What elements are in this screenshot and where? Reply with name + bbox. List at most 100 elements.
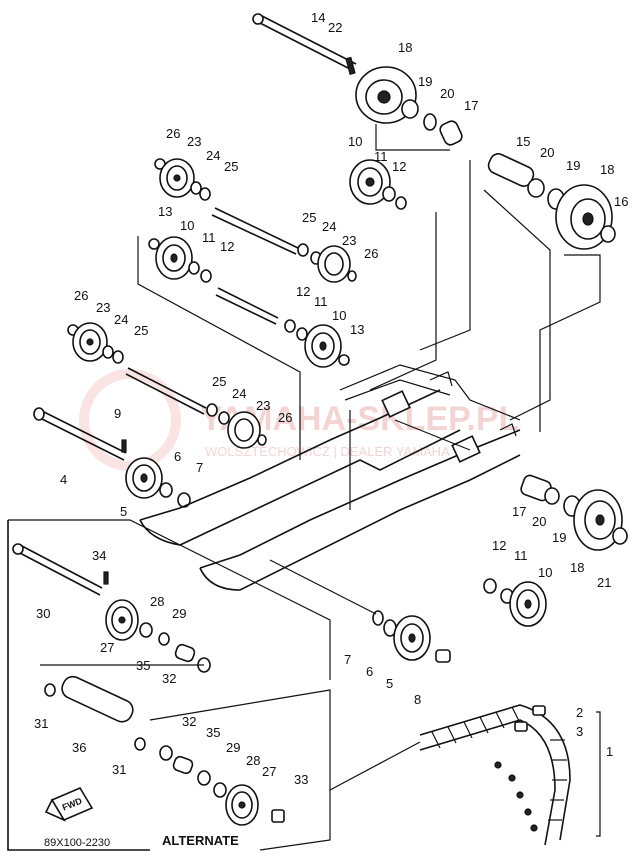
cap-16 (600, 225, 616, 243)
alternate-label: ALTERNATE (162, 833, 239, 848)
callout-33: 33 (294, 772, 308, 787)
callout-11: 11 (314, 294, 328, 309)
callout-5: 5 (386, 676, 393, 691)
callout-12: 12 (296, 284, 310, 299)
rear-right-assembly (520, 474, 628, 551)
callout-26: 26 (278, 410, 292, 425)
callout-14: 14 (311, 10, 325, 25)
callout-29: 29 (226, 740, 240, 755)
shaft-14 (257, 21, 353, 71)
callout-15: 15 (516, 134, 530, 149)
pin-9 (121, 439, 127, 453)
callout-19: 19 (566, 158, 580, 173)
alternate-section: FWD (7, 519, 331, 851)
callout-11: 11 (514, 548, 528, 563)
callout-27: 27 (262, 764, 276, 779)
callout-9: 9 (114, 406, 121, 421)
callout-7: 7 (196, 460, 203, 475)
callout-18: 18 (570, 560, 584, 575)
leader-lines (137, 160, 601, 510)
right-wheel-assembly (487, 153, 616, 250)
callout-12: 12 (492, 538, 506, 553)
right-cluster-d (206, 403, 267, 449)
center-wheel-assembly (269, 559, 451, 663)
left-cluster-b (148, 236, 279, 325)
callout-18: 18 (600, 162, 614, 177)
right-cluster-b (284, 319, 350, 368)
callout-10: 10 (332, 308, 346, 323)
left-cluster-a (154, 158, 299, 255)
track (329, 704, 601, 846)
callout-2: 2 (576, 705, 583, 720)
callout-28: 28 (246, 753, 260, 768)
callout-34: 34 (92, 548, 106, 563)
callout-5: 5 (120, 504, 127, 519)
callout-32: 32 (182, 714, 196, 729)
callout-20: 20 (532, 514, 546, 529)
pin-22 (345, 56, 356, 75)
callout-24: 24 (232, 386, 246, 401)
watermark-logo (79, 369, 181, 471)
callout-24: 24 (206, 148, 220, 163)
callout-35: 35 (136, 658, 150, 673)
callout-26: 26 (166, 126, 180, 141)
slide-rail-frame (139, 364, 521, 591)
collar-17-top (439, 120, 463, 146)
callout-23: 23 (342, 233, 356, 248)
callout-13: 13 (158, 204, 172, 219)
callout-28: 28 (150, 594, 164, 609)
callout-6: 6 (366, 664, 373, 679)
callout-36: 36 (72, 740, 86, 755)
callout-12: 12 (392, 159, 406, 174)
callout-31: 31 (34, 716, 48, 731)
callout-4: 4 (60, 472, 67, 487)
callout-29: 29 (172, 606, 186, 621)
watermark: YAMAHA-SKLEP.PL WOLSZTECHOWICZ | DEALER … (79, 369, 519, 471)
callout-25: 25 (134, 323, 148, 338)
callout-21: 21 (597, 575, 611, 590)
mid-top-wheel (349, 159, 407, 210)
callout-27: 27 (100, 640, 114, 655)
callout-19: 19 (552, 530, 566, 545)
callout-12: 12 (220, 239, 234, 254)
callout-25: 25 (302, 210, 316, 225)
callout-20: 20 (540, 145, 554, 160)
callout-1: 1 (606, 744, 613, 759)
callout-32: 32 (162, 671, 176, 686)
callout-25: 25 (212, 374, 226, 389)
ring-20-right (527, 178, 545, 198)
callout-19: 19 (418, 74, 432, 89)
callout-35: 35 (206, 725, 220, 740)
ring-20-top (423, 113, 437, 131)
callout-10: 10 (348, 134, 362, 149)
callout-20: 20 (440, 86, 454, 101)
callout-8: 8 (414, 692, 421, 707)
right-cluster-a (297, 243, 357, 283)
callout-30: 30 (36, 606, 50, 621)
callout-16: 16 (614, 194, 628, 209)
callout-13: 13 (350, 322, 364, 337)
callout-23: 23 (187, 134, 201, 149)
callout-26: 26 (74, 288, 88, 303)
top-wheel-assembly (252, 13, 463, 151)
callout-7: 7 (344, 652, 351, 667)
callout-25: 25 (224, 159, 238, 174)
callout-24: 24 (114, 312, 128, 327)
bearing-19-top (401, 99, 419, 119)
diagram-code: 89X100-2230 (44, 837, 110, 849)
callout-labels: 14 2 21 8 19 20 1 7 26 23 24 25 10 11 12 15 20 19 18 16 13 10… (34, 10, 628, 787)
callout-10: 10 (538, 565, 552, 580)
callout-11: 11 (202, 230, 216, 245)
mid-lower-wheel (483, 578, 547, 627)
left-cluster-c (67, 322, 207, 415)
watermark-sub: WOLSZTECHOWICZ | DEALER YAMAHA (205, 444, 450, 459)
callout-24: 24 (322, 219, 336, 234)
front-wheel-assembly (33, 407, 191, 508)
callout-26: 26 (364, 246, 378, 261)
fwd-arrow-icon: FWD (44, 786, 94, 822)
callout-3: 3 (576, 724, 583, 739)
callout-11: 11 (374, 149, 388, 164)
callout-23: 23 (96, 300, 110, 315)
